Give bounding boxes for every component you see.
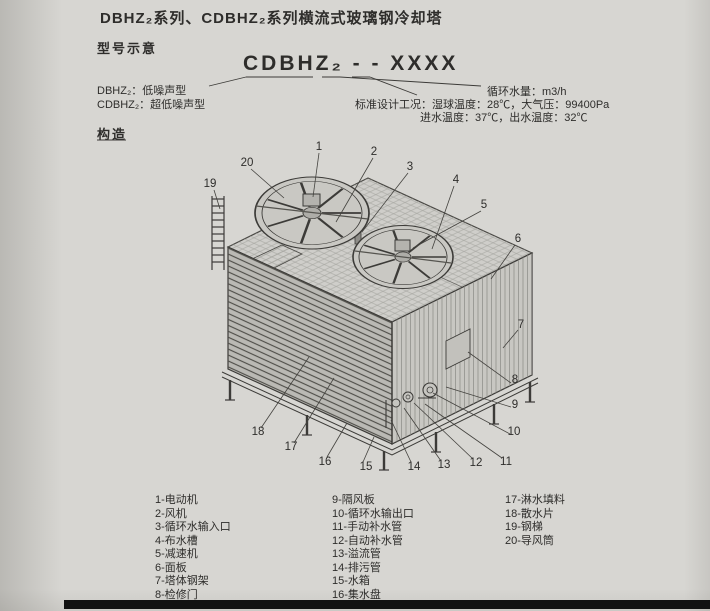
callout-14: 14 (407, 461, 421, 473)
callout-4: 4 (452, 174, 460, 186)
legend-item: 19-钢梯 (505, 521, 543, 533)
fan-right (352, 224, 454, 290)
legend-item: 11-手动补水管 (332, 521, 403, 533)
model-code: CDBHZ₂ - - XXXX (243, 52, 459, 75)
motor (302, 193, 321, 207)
spec-design-conditions: 标准设计工况：湿球温度：28℃，大气压：99400Pa (355, 99, 610, 111)
callout-16: 16 (318, 456, 332, 468)
spec-flow-rate: 循环水量：m3/h (487, 86, 567, 98)
legend-item: 1-电动机 (155, 494, 198, 506)
callout-17: 17 (284, 441, 298, 453)
callout-12: 12 (469, 457, 483, 469)
callout-19: 19 (203, 178, 217, 190)
ladder (211, 196, 225, 270)
callout-1: 1 (315, 141, 323, 153)
spec-water-temperature: 进水温度：37℃，出水温度：32℃ (420, 112, 588, 124)
legend-item: 7-塔体钢架 (155, 575, 209, 587)
legend-item: 8-检修门 (155, 588, 198, 601)
callout-2: 2 (370, 146, 378, 158)
legend-item: 20-导风筒 (505, 534, 554, 547)
legend-item: 6-面板 (155, 561, 187, 574)
model-note-ultra-low-noise: CDBHZ₂：超低噪声型 (97, 99, 206, 111)
legend-item: 18-散水片 (505, 507, 554, 520)
access-door (445, 328, 471, 370)
callout-11: 11 (500, 456, 512, 468)
callout-10: 10 (507, 426, 521, 438)
legend-column-1: 1-电动机 2-风机 3-循环水输入口 4-布水槽 5-减速机 6-面板 7-塔… (155, 494, 231, 602)
callout-8: 8 (511, 374, 519, 386)
legend-item: 14-排污管 (332, 561, 381, 574)
callout-20: 20 (240, 157, 254, 169)
legend-item: 5-减速机 (155, 548, 198, 560)
legend-item: 3-循环水输入口 (155, 521, 231, 533)
legend-item: 2-风机 (155, 507, 187, 520)
model-note-low-noise: DBHZ₂：低噪声型 (97, 85, 187, 97)
gear-reducer (394, 239, 411, 252)
legend-item: 16-集水盘 (332, 588, 381, 601)
legend-item: 9-隔风板 (332, 494, 375, 506)
callout-18: 18 (251, 426, 265, 438)
basin-and-legs (221, 371, 539, 471)
fan-left (254, 176, 370, 250)
legend-item: 13-溢流管 (332, 548, 381, 560)
callout-15: 15 (359, 461, 373, 473)
legend-item: 10-循环水输出口 (332, 507, 414, 520)
legend-item: 15-水箱 (332, 575, 370, 587)
legend-column-2: 9-隔风板 10-循环水输出口 11-手动补水管 12-自动补水管 13-溢流管… (332, 494, 414, 602)
legend-column-3: 17-淋水填料 18-散水片 19-钢梯 20-导风筒 (505, 494, 565, 548)
callout-13: 13 (437, 459, 451, 471)
section-structure-label: 构造 (97, 127, 128, 142)
callout-3: 3 (406, 161, 414, 173)
legend-item: 4-布水槽 (155, 534, 198, 547)
page-title: DBHZ₂系列、CDBHZ₂系列横流式玻璃钢冷却塔 (100, 10, 443, 27)
legend-item: 12-自动补水管 (332, 534, 403, 547)
section-model-label: 型号示意 (97, 41, 158, 56)
callout-9: 9 (511, 399, 519, 411)
legend-item: 17-淋水填料 (505, 494, 565, 506)
callout-6: 6 (514, 233, 522, 245)
model-code-connectors (97, 76, 482, 141)
leader-lines (213, 152, 519, 463)
callout-7: 7 (517, 319, 525, 331)
scan-bottom-bar (64, 600, 710, 609)
callout-5: 5 (480, 199, 488, 211)
